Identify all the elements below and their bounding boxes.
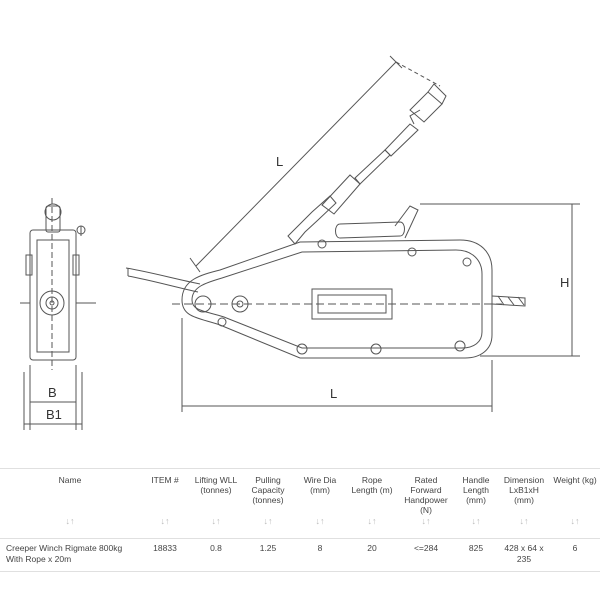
column-header[interactable]: Pulling Capacity (tonnes) ↓↑	[242, 468, 294, 539]
column-header-label: Wire Dia (mm)	[303, 475, 337, 495]
label-handle-length: L	[276, 154, 283, 169]
column-header[interactable]: Name ↓↑	[0, 468, 140, 539]
sort-arrows-icon[interactable]: ↓↑	[367, 516, 377, 526]
end-view-dimensions	[23, 365, 83, 430]
label-height: H	[560, 275, 569, 290]
sort-arrows-icon[interactable]: ↓↑	[211, 516, 221, 526]
column-header-label: Dimension LxB1xH (mm)	[503, 475, 545, 505]
table-cell: 428 x 64 x 235	[498, 538, 550, 572]
table-cell: 1.25	[242, 538, 294, 572]
column-header[interactable]: ITEM # ↓↑	[140, 468, 190, 539]
column-header[interactable]: Lifting WLL (tonnes) ↓↑	[190, 468, 242, 539]
height-dimension	[420, 203, 580, 357]
column-header[interactable]: Wire Dia (mm) ↓↑	[294, 468, 346, 539]
telescopic-handle	[287, 83, 447, 245]
table-cell: Creeper Winch Rigmate 800kg With Rope x …	[0, 538, 140, 572]
column-header-label: Weight (kg)	[553, 475, 597, 485]
label-width-b: B	[48, 385, 57, 400]
table-cell: 8	[294, 538, 346, 572]
table-cell: <=284	[398, 538, 454, 572]
column-header-label: Rope Length (m)	[351, 475, 393, 495]
table-cell: 20	[346, 538, 398, 572]
sort-arrows-icon[interactable]: ↓↑	[421, 516, 431, 526]
column-header[interactable]: Weight (kg) ↓↑	[550, 468, 600, 539]
table-cell: 825	[454, 538, 498, 572]
column-header[interactable]: Rope Length (m) ↓↑	[346, 468, 398, 539]
table-cell: 6	[550, 538, 600, 572]
sort-arrows-icon[interactable]: ↓↑	[160, 516, 170, 526]
table-header-row: Name↓↑ITEM #↓↑Lifting WLL (tonnes)↓↑Pull…	[0, 468, 600, 539]
label-length: L	[330, 386, 337, 401]
column-header-label: Name	[58, 475, 82, 485]
winch-body	[125, 205, 526, 359]
column-header-label: Pulling Capacity (tonnes)	[251, 475, 285, 505]
sort-arrows-icon[interactable]: ↓↑	[471, 516, 481, 526]
sort-arrows-icon[interactable]: ↓↑	[65, 516, 75, 526]
end-view	[20, 198, 96, 370]
spec-table: Name↓↑ITEM #↓↑Lifting WLL (tonnes)↓↑Pull…	[0, 468, 600, 572]
sort-arrows-icon[interactable]: ↓↑	[263, 516, 273, 526]
column-header[interactable]: Handle Length (mm) ↓↑	[454, 468, 498, 539]
sort-arrows-icon[interactable]: ↓↑	[570, 516, 580, 526]
winch-technical-drawing: L H L B B1	[20, 55, 580, 430]
handle-length-dimension	[189, 55, 441, 273]
length-dimension	[181, 318, 493, 412]
column-header-label: ITEM #	[151, 475, 179, 485]
table-row: Creeper Winch Rigmate 800kg With Rope x …	[0, 538, 600, 572]
table-cell: 0.8	[190, 538, 242, 572]
sort-arrows-icon[interactable]: ↓↑	[315, 516, 325, 526]
table-cell: 18833	[140, 538, 190, 572]
column-header[interactable]: Dimension LxB1xH (mm) ↓↑	[498, 468, 550, 539]
column-header-label: Handle Length (mm)	[462, 475, 490, 505]
column-header-label: Lifting WLL (tonnes)	[194, 475, 238, 495]
sort-arrows-icon[interactable]: ↓↑	[519, 516, 529, 526]
column-header[interactable]: Rated Forward Handpower (N)↓↑	[398, 468, 454, 539]
column-header-label: Rated Forward Handpower (N)	[404, 475, 448, 515]
label-width-b1: B1	[46, 407, 62, 422]
